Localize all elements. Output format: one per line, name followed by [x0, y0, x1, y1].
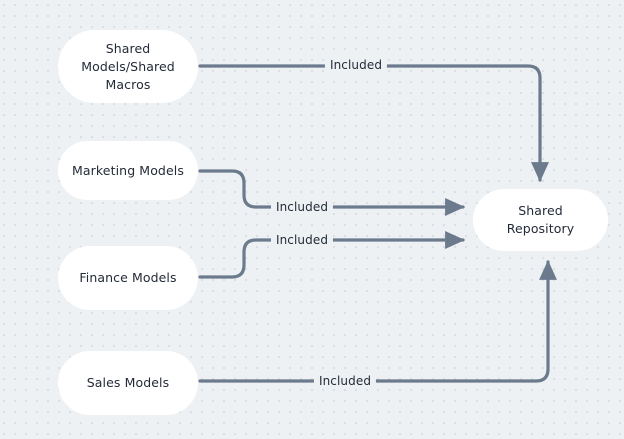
edge-path-marketing-models — [198, 169, 465, 216]
node-marketing-models[interactable]: Marketing Models — [58, 141, 198, 200]
edge-path-shared-models — [198, 64, 549, 182]
edge-label-sales-models: Included — [313, 373, 377, 389]
edge-label-shared-models: Included — [324, 57, 388, 73]
edge-label-marketing-models: Included — [270, 199, 334, 215]
node-finance-models[interactable]: Finance Models — [58, 246, 198, 310]
node-finance-models-label: Finance Models — [79, 270, 177, 285]
node-shared-repository[interactable]: Shared Repository — [473, 189, 608, 251]
node-sales-models-label: Sales Models — [86, 375, 170, 390]
node-shared-models-line2: Models/Shared — [81, 58, 175, 74]
node-shared-models-line3: Macros — [105, 76, 151, 92]
node-marketing-models-label: Marketing Models — [72, 162, 184, 178]
edge-path-sales-models — [198, 260, 557, 383]
node-shared-models-label: Shared Models/Shared Macros — [81, 40, 175, 94]
edge-label-finance-models: Included — [270, 232, 334, 248]
node-sales-models[interactable]: Sales Models — [58, 351, 198, 415]
node-shared-models-line1: Shared — [105, 40, 151, 56]
node-shared-repository-label: Shared Repository — [506, 203, 575, 236]
edge-path-finance-models — [198, 231, 465, 279]
node-shared-models[interactable]: Shared Models/Shared Macros — [58, 30, 198, 103]
